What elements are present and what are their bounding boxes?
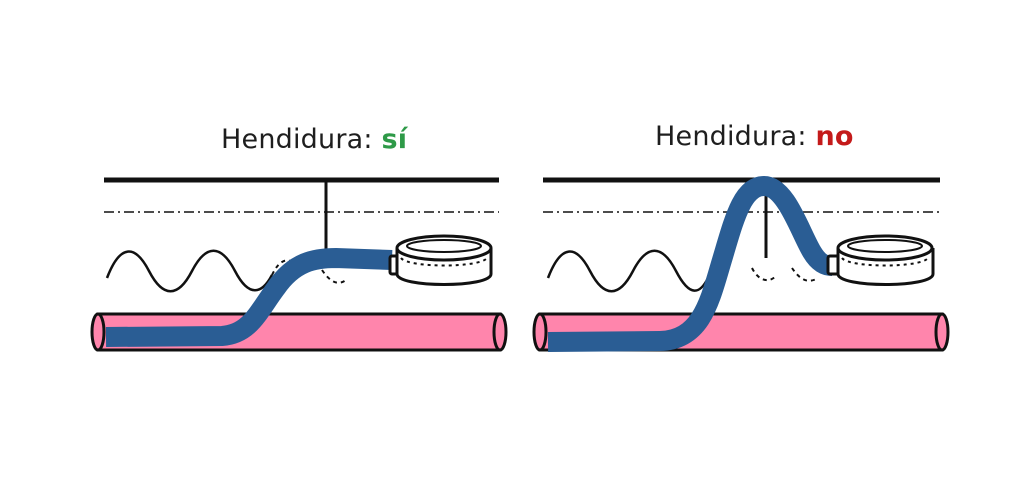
title-prefix: Hendidura: xyxy=(221,124,382,155)
blue-hose xyxy=(105,247,393,347)
panel-title-left: Hendidura: sí xyxy=(221,124,407,155)
cup-cap xyxy=(836,234,935,286)
panel-right xyxy=(532,175,950,352)
answer-label: sí xyxy=(381,124,408,155)
title-prefix: Hendidura: xyxy=(655,121,816,152)
panel-title-right: Hendidura: no xyxy=(655,121,854,152)
wavy-line xyxy=(105,249,274,293)
blue-hose xyxy=(547,175,833,352)
answer-label: no xyxy=(815,121,854,152)
cup-cap xyxy=(395,234,493,286)
wavy-line xyxy=(546,249,710,293)
panel-left xyxy=(90,177,508,352)
